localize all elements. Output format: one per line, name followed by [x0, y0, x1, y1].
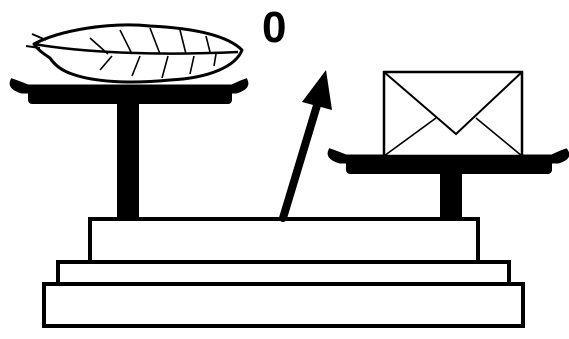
base-tier-middle — [58, 262, 509, 284]
scale-base — [44, 219, 523, 326]
base-tier-top — [90, 219, 478, 262]
base-tier-bottom — [44, 284, 523, 326]
right-pan-assembly — [329, 150, 568, 219]
arrow-icon — [283, 70, 332, 218]
feather-icon — [26, 25, 242, 82]
scale-readout: 0 — [262, 6, 286, 50]
right-pan-plate — [346, 156, 552, 174]
right-pan-post — [440, 168, 462, 219]
left-pan-assembly — [11, 80, 247, 219]
left-pan-plate — [28, 86, 232, 104]
envelope-icon — [384, 72, 522, 156]
left-pan-post — [117, 96, 139, 219]
